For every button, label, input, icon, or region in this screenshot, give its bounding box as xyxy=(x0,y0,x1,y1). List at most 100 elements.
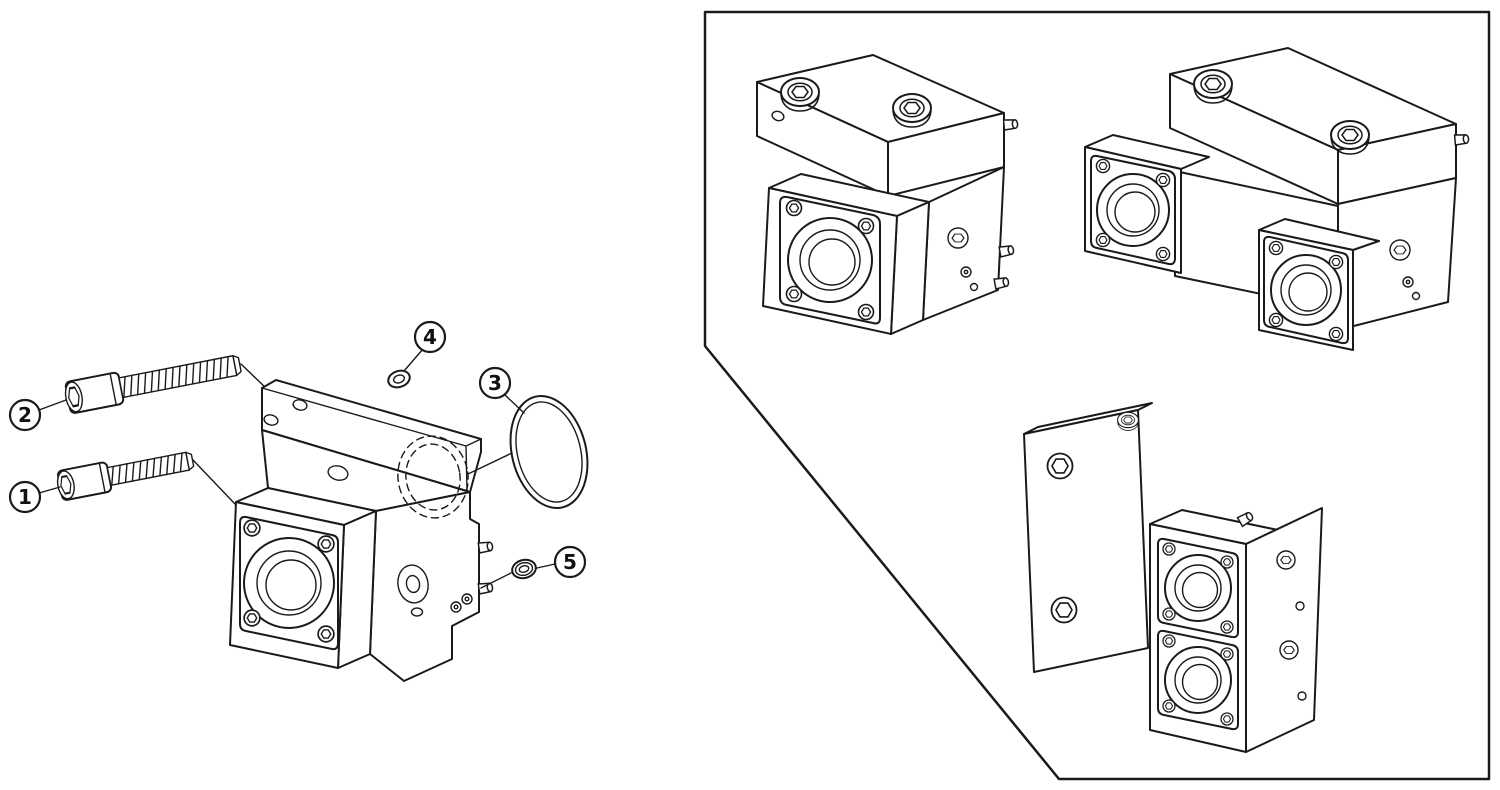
flange-screw-icon xyxy=(1155,246,1171,262)
flange-screw-icon xyxy=(1268,312,1284,328)
callout-circle xyxy=(413,320,447,354)
bore-flange xyxy=(779,195,881,325)
side-boss xyxy=(397,564,429,604)
flange-screw-icon xyxy=(857,303,875,321)
assembled-unit-bottom xyxy=(1023,402,1323,753)
assembly-line-screw2 xyxy=(240,363,269,391)
seal-axis-line xyxy=(480,572,512,589)
small-screw xyxy=(450,601,462,613)
bore-mid xyxy=(1106,183,1160,237)
cap-screw-icon xyxy=(1193,69,1233,104)
leader-line xyxy=(403,348,424,372)
flange-screw-icon xyxy=(243,519,261,537)
o-ring-3 xyxy=(509,394,589,510)
bore-mid xyxy=(1280,264,1332,316)
leader-line xyxy=(536,563,556,569)
flange-screw-icon xyxy=(1328,254,1344,270)
bore-flange xyxy=(1263,235,1349,345)
flange-screw-icon xyxy=(1162,699,1176,713)
cap-screw-icon xyxy=(892,93,932,128)
oring-axis-line xyxy=(467,452,513,475)
small-hole xyxy=(960,266,972,278)
small-hole xyxy=(969,282,979,292)
bore-mid xyxy=(1174,564,1222,612)
flange-screw-icon xyxy=(1328,326,1344,342)
bore-flange xyxy=(1157,629,1239,731)
bore-mid xyxy=(256,550,322,616)
hex-socket-hole-icon xyxy=(1046,452,1074,480)
plate-hole xyxy=(263,414,279,426)
bore-mid xyxy=(1174,656,1222,704)
callout-2: 2 xyxy=(8,398,67,432)
plate-hole xyxy=(292,399,308,411)
small-hole xyxy=(1402,276,1414,288)
side-screw xyxy=(1389,239,1411,261)
callout-5: 5 xyxy=(536,545,587,579)
small-hole xyxy=(1297,691,1307,701)
bore-inner xyxy=(265,559,317,611)
bore-inner xyxy=(1114,191,1156,233)
flange-screw-icon xyxy=(1155,172,1171,188)
flange-screw-icon xyxy=(1220,712,1234,726)
leader-line xyxy=(38,486,61,494)
leader-line xyxy=(503,393,525,414)
flange-screw-icon xyxy=(1095,232,1111,248)
side-screw xyxy=(1276,550,1296,570)
bore-inner xyxy=(1181,663,1219,701)
flange-screw-icon xyxy=(1220,555,1234,569)
hidden-oring-seat-inner xyxy=(405,443,461,511)
assembled-unit-top-right xyxy=(1084,47,1470,351)
flange-screw-icon xyxy=(1268,240,1284,256)
bore-outer xyxy=(787,217,873,303)
bore-outer xyxy=(1164,646,1232,714)
bore-mid xyxy=(799,229,861,291)
callout-circle xyxy=(478,366,512,400)
panel-border xyxy=(703,10,1491,781)
threads xyxy=(123,356,229,399)
small-screw xyxy=(461,593,473,605)
variants-panel xyxy=(703,10,1491,781)
block-right-face xyxy=(1245,507,1323,753)
cap-screw-icon xyxy=(780,77,820,112)
flange-screw-icon xyxy=(243,609,261,627)
callout-3: 3 xyxy=(478,366,525,414)
flange-screw-icon xyxy=(1162,607,1176,621)
assembly-line-screw1 xyxy=(192,459,236,505)
bore-flange xyxy=(1157,537,1239,639)
bore-inner xyxy=(808,238,856,286)
leader-line xyxy=(38,399,67,411)
flange-screw-icon xyxy=(785,199,803,217)
callout-number: 4 xyxy=(423,325,437,349)
small-hole xyxy=(1295,601,1305,611)
bore-flange xyxy=(239,515,339,651)
bore-outer xyxy=(1096,173,1170,247)
stud xyxy=(1002,118,1019,131)
callout-circle xyxy=(8,480,42,514)
flange-screw-icon xyxy=(1220,647,1234,661)
cap-screw-2 xyxy=(64,355,242,414)
side-screw xyxy=(1279,640,1299,660)
plate-face xyxy=(1023,409,1149,673)
mid-hole xyxy=(327,465,349,481)
callout-circle xyxy=(8,398,42,432)
stud xyxy=(998,243,1016,258)
callout-number: 3 xyxy=(488,371,502,395)
flange-screw-icon xyxy=(1220,620,1234,634)
stud xyxy=(477,540,494,554)
side-screw xyxy=(947,227,969,249)
cap-screw-icon xyxy=(1330,120,1370,155)
bore-outer xyxy=(1164,554,1232,622)
callout-number: 1 xyxy=(18,485,32,509)
flange-screw-icon xyxy=(1162,634,1176,648)
flange-screw-icon xyxy=(1095,158,1111,174)
flange-screw-icon xyxy=(785,285,803,303)
threads xyxy=(111,452,183,486)
bore-inner xyxy=(1288,272,1328,312)
washer-4 xyxy=(387,369,411,389)
hex-socket-hole-icon xyxy=(1050,596,1078,624)
main-block xyxy=(229,379,494,682)
flange-screw-icon xyxy=(317,625,335,643)
stud xyxy=(993,275,1011,290)
